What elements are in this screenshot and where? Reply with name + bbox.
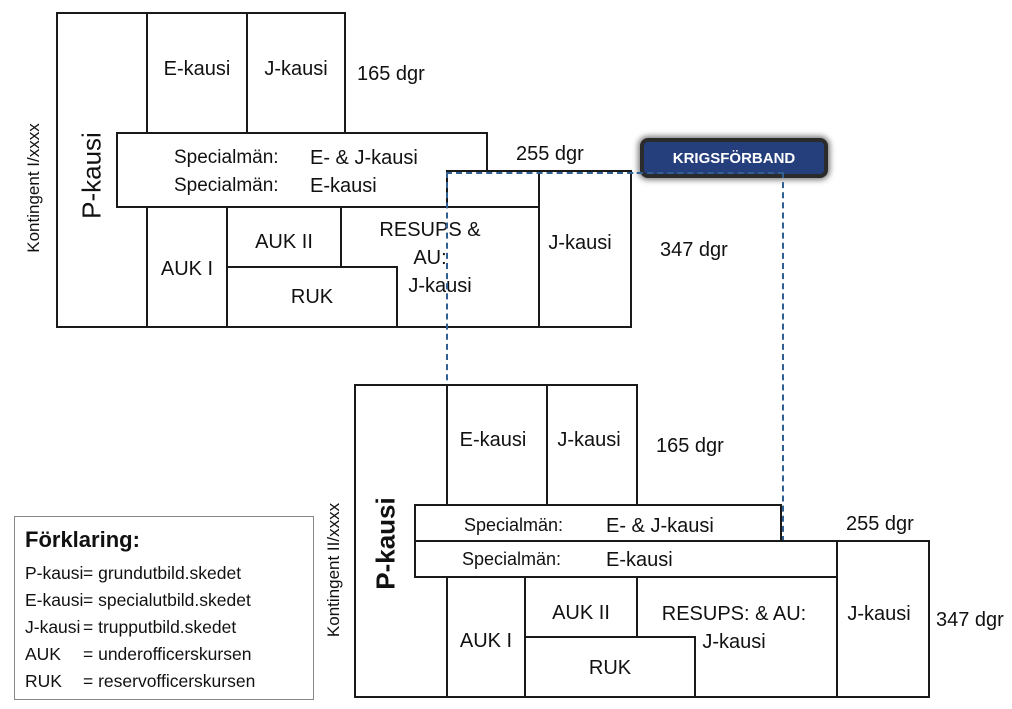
top-resups-bottom: [396, 326, 540, 328]
top-ruk-box: [226, 266, 398, 328]
legend-term: AUK: [25, 644, 61, 664]
top-spec1-label: Specialmän:: [174, 147, 279, 168]
bottom-auk1-box: [446, 576, 526, 698]
legend-term: E-kausi: [25, 590, 84, 610]
top-spec2-label: Specialmän:: [174, 175, 279, 196]
top-specialman-box: [116, 132, 488, 208]
legend-title: Förklaring:: [25, 527, 140, 552]
top-spec2-value: E-kausi: [310, 175, 377, 197]
bottom-347-dgr: 347 dgr: [936, 609, 1004, 631]
top-255-dgr: 255 dgr: [516, 143, 584, 165]
bottom-resups-line1: RESUPS: & AU:: [661, 603, 807, 625]
top-j-kausi-label: J-kausi: [264, 58, 328, 80]
bottom-auk2-label: AUK II: [552, 602, 610, 624]
legend-term: P-kausi: [25, 563, 84, 583]
top-resups-left: [340, 206, 342, 268]
bottom-spec2-value: E-kausi: [606, 549, 673, 571]
legend-def: = reservofficerskursen: [83, 671, 256, 691]
bottom-resups-line2: J-kausi: [702, 631, 766, 653]
bottom-255-dgr: 255 dgr: [846, 513, 914, 535]
top-p-kausi-label: P-kausi: [76, 132, 107, 219]
top-ruk-label: RUK: [290, 286, 334, 308]
bottom-p-kausi-label: P-kausi: [370, 497, 401, 590]
top-j-kausi-right-box: [538, 170, 632, 328]
bottom-ruk-box: [524, 636, 696, 698]
legend-item: E-kausi= specialutbild.skedet: [25, 590, 251, 611]
bottom-spec1-value: E- & J-kausi: [606, 515, 714, 537]
bottom-j-kausi-right-box: [836, 540, 930, 698]
legend-def: = trupputbild.skedet: [83, 617, 237, 637]
bottom-ruk-label: RUK: [588, 657, 632, 679]
legend-def: = grundutbild.skedet: [83, 563, 242, 583]
top-j-kausi-right-label: J-kausi: [548, 232, 612, 254]
bottom-kontingent-label: Kontingent II/xxxx: [324, 502, 343, 638]
bottom-resups-bottom: [694, 696, 838, 698]
legend-def: = specialutbild.skedet: [83, 590, 251, 610]
legend-item: RUK = reservofficerskursen: [25, 671, 255, 692]
top-resups-line3: J-kausi: [408, 275, 472, 297]
legend-item: AUK = underofficerskursen: [25, 644, 251, 665]
bottom-165-dgr: 165 dgr: [656, 435, 724, 457]
legend-term: J-kausi: [25, 617, 81, 637]
bottom-j-kausi-right-label: J-kausi: [847, 603, 911, 625]
legend-item: J-kausi= trupputbild.skedet: [25, 617, 236, 638]
top-small-box: [446, 170, 540, 208]
bottom-auk1-label: AUK I: [459, 630, 513, 652]
legend-def: = underofficerskursen: [83, 644, 252, 664]
top-resups-line1: RESUPS &: [379, 219, 481, 241]
top-e-kausi-label: E-kausi: [163, 58, 231, 80]
bottom-e-kausi-label: E-kausi: [459, 429, 527, 451]
top-resups-line2: AU:: [413, 247, 447, 269]
top-165-dgr: 165 dgr: [357, 63, 425, 85]
legend-box: Förklaring: P-kausi= grundutbild.skedet …: [14, 516, 314, 700]
top-auk1-label: AUK I: [160, 258, 214, 280]
legend-item: P-kausi= grundutbild.skedet: [25, 563, 241, 584]
top-e-kausi-box: [146, 12, 248, 136]
top-347-dgr: 347 dgr: [660, 239, 728, 261]
legend-term: RUK: [25, 671, 62, 691]
bottom-j-kausi-label: J-kausi: [557, 429, 621, 451]
bottom-spec1-label: Specialmän:: [464, 515, 564, 535]
top-kontingent-label: Kontingent I/xxxx: [24, 123, 43, 253]
bottom-spec2-label: Specialmän:: [462, 549, 562, 569]
top-auk2-label: AUK II: [255, 231, 313, 253]
krigsforband-badge: KRIGSFÖRBAND: [640, 138, 828, 178]
top-spec1-value: E- & J-kausi: [310, 147, 418, 169]
